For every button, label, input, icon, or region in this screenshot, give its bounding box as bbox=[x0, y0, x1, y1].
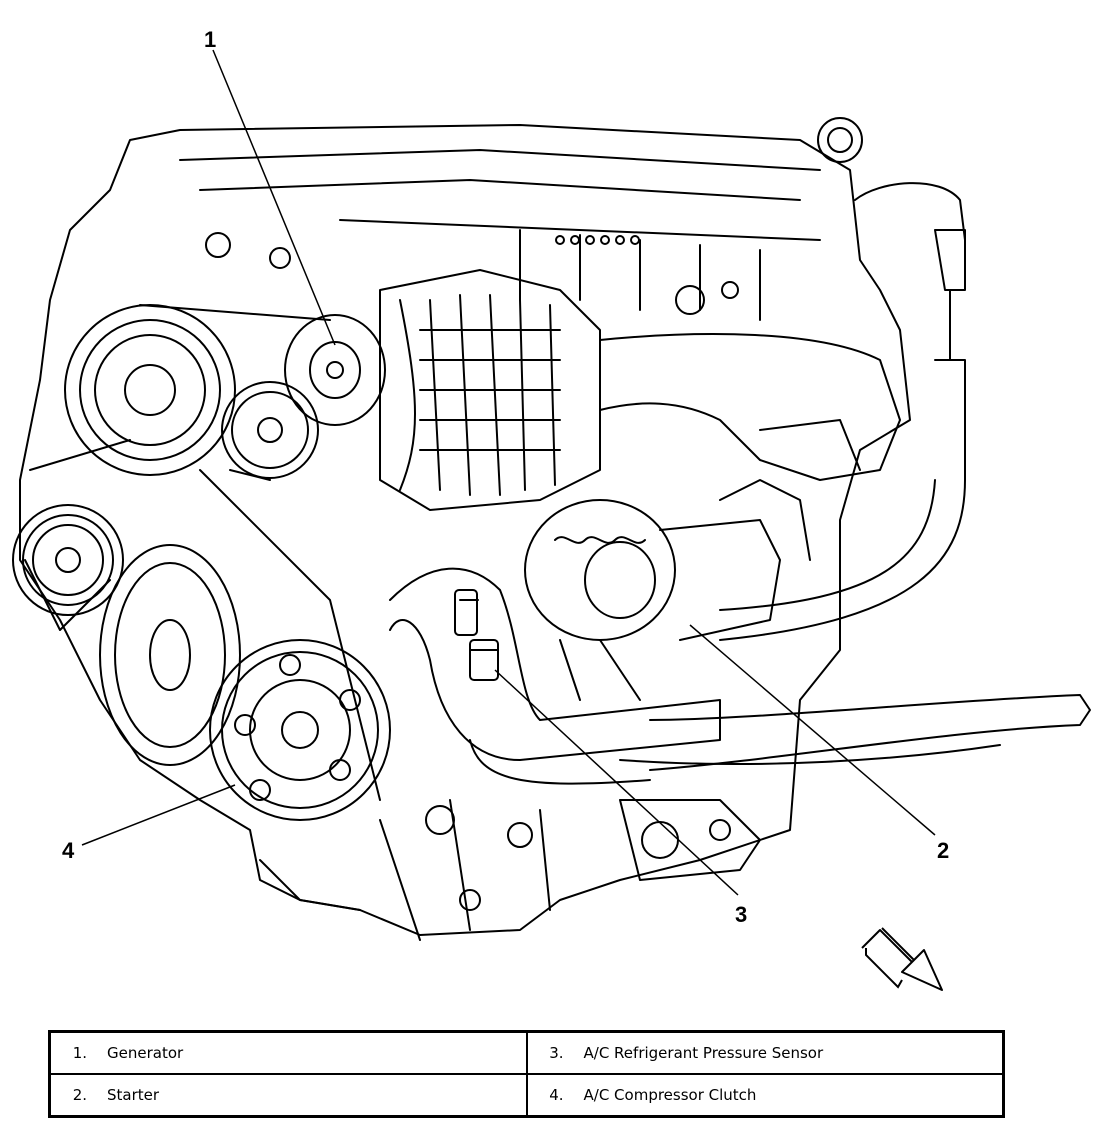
legend-label: Starter bbox=[107, 1086, 160, 1104]
legend-number: 3. bbox=[549, 1044, 564, 1062]
engine-block bbox=[19, 124, 911, 936]
generator bbox=[284, 269, 601, 511]
legend-row: 1. Generator bbox=[50, 1032, 527, 1074]
legend-number: 1. bbox=[72, 1044, 87, 1062]
legend-label: A/C Refrigerant Pressure Sensor bbox=[583, 1044, 824, 1062]
legend-number: 2. bbox=[72, 1086, 87, 1104]
callout-4: 4 bbox=[62, 838, 75, 863]
legend-label: Generator bbox=[107, 1044, 184, 1062]
engine-diagram: 1 2 3 4 bbox=[12, 27, 1091, 991]
pulley-upper-left bbox=[64, 304, 236, 476]
intake-tube bbox=[599, 333, 901, 481]
callout-3: 3 bbox=[735, 902, 747, 927]
bolt-row bbox=[555, 235, 640, 245]
view-direction-arrow-icon bbox=[861, 927, 943, 991]
pulley-lower-left bbox=[99, 544, 241, 766]
leader-line-4 bbox=[81, 784, 236, 846]
pressure-sensor bbox=[454, 589, 499, 681]
legend-number: 4. bbox=[549, 1086, 564, 1104]
ac-line-loop bbox=[389, 567, 721, 761]
compressor-clutch-pulley bbox=[209, 639, 391, 821]
legend-row: 4. A/C Compressor Clutch bbox=[526, 1074, 1003, 1116]
ac-line-right bbox=[719, 182, 966, 641]
callout-1: 1 bbox=[204, 27, 216, 52]
callout-2: 2 bbox=[937, 838, 949, 863]
pulley-left bbox=[12, 504, 124, 616]
accessory-belt bbox=[24, 304, 381, 801]
legend-row: 2. Starter bbox=[50, 1074, 527, 1116]
leader-line-2 bbox=[689, 624, 936, 836]
leader-line-3 bbox=[494, 669, 739, 896]
starter bbox=[524, 479, 811, 641]
legend-row: 3. A/C Refrigerant Pressure Sensor bbox=[526, 1032, 1003, 1074]
legend-label: A/C Compressor Clutch bbox=[583, 1086, 757, 1104]
idler-pulley bbox=[221, 381, 319, 479]
ac-line-lower bbox=[649, 694, 1091, 771]
leader-line-1 bbox=[212, 49, 336, 346]
legend-table: 1. Generator 3. A/C Refrigerant Pressure… bbox=[48, 1030, 1005, 1118]
ac-line-right-inner bbox=[719, 479, 936, 611]
